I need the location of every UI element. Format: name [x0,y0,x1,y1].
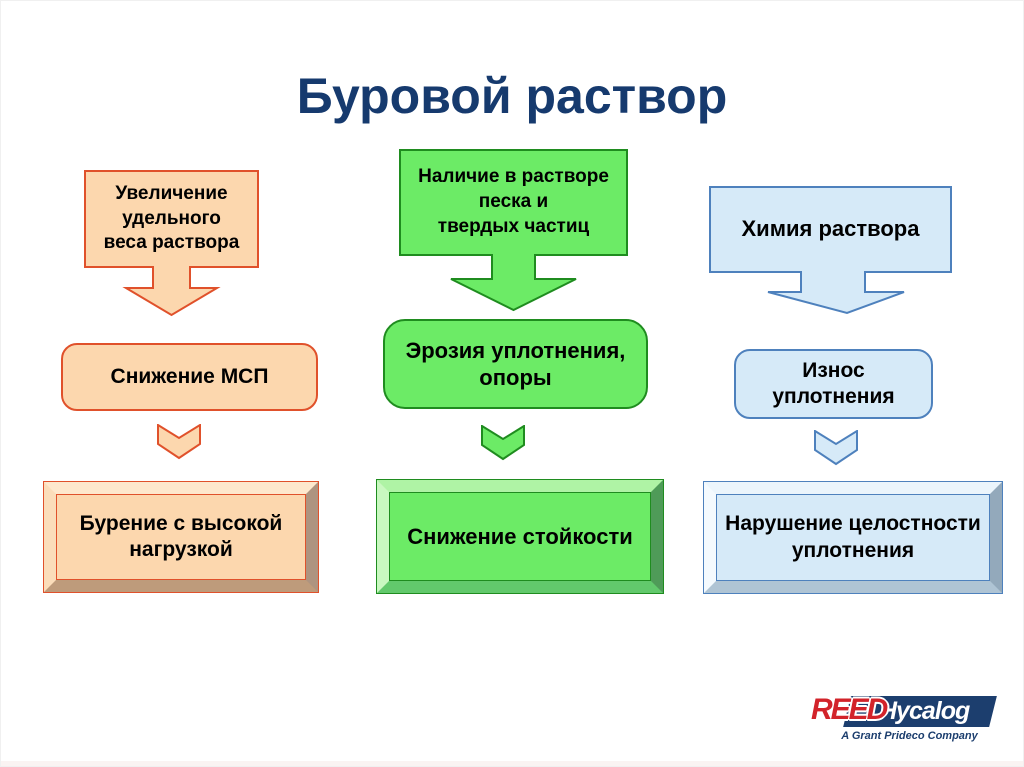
cause-label-sand-solids: Наличие в растворе песка и твердых части… [418,166,609,237]
brand-reed-text: REED [811,693,888,726]
effect-box-mud-chemistry: Износ уплотнения [734,349,933,419]
result-label-mud-weight: Бурение с высокой нагрузкой [56,494,306,580]
cause-label-mud-weight: Увеличение удельного веса раствора [103,182,240,254]
result-box-mud-chemistry: Нарушение целостности уплотнения [703,481,1003,594]
brand-tagline: A Grant Prideco Company [841,730,978,742]
bevel-frame: Снижение стойкости [377,480,663,593]
result-label-sand-solids: Снижение стойкости [389,492,651,581]
bevel-frame: Нарушение целостности уплотнения [704,482,1002,593]
result-box-sand-solids: Снижение стойкости [376,479,664,594]
result-label-mud-chemistry: Нарушение целостности уплотнения [716,494,990,581]
chevron-down-icon [814,430,858,466]
effect-box-sand-solids: Эрозия уплотнения, опоры [383,319,648,409]
cause-label-mud-chemistry: Химия раствора [741,216,920,242]
down-block-arrow-shape-mud-weight [84,170,259,317]
slide-title: Буровой раствор [296,68,728,124]
slide-bottom-edge [1,761,1023,766]
brand-hycalog-text: Hycalog [879,697,970,725]
result-box-mud-weight: Бурение с высокой нагрузкой [43,481,319,593]
effect-box-mud-weight: Снижение МСП [61,343,318,411]
reed-hycalog-logo: Hycalog REED A Grant Prideco Company [807,692,997,742]
bevel-frame: Бурение с высокой нагрузкой [44,482,318,592]
chevron-down-icon [157,424,201,460]
chevron-down-icon [481,425,525,461]
down-block-arrow-shape-sand-solids [399,149,628,312]
down-block-arrow-shape-mud-chemistry [709,186,952,315]
